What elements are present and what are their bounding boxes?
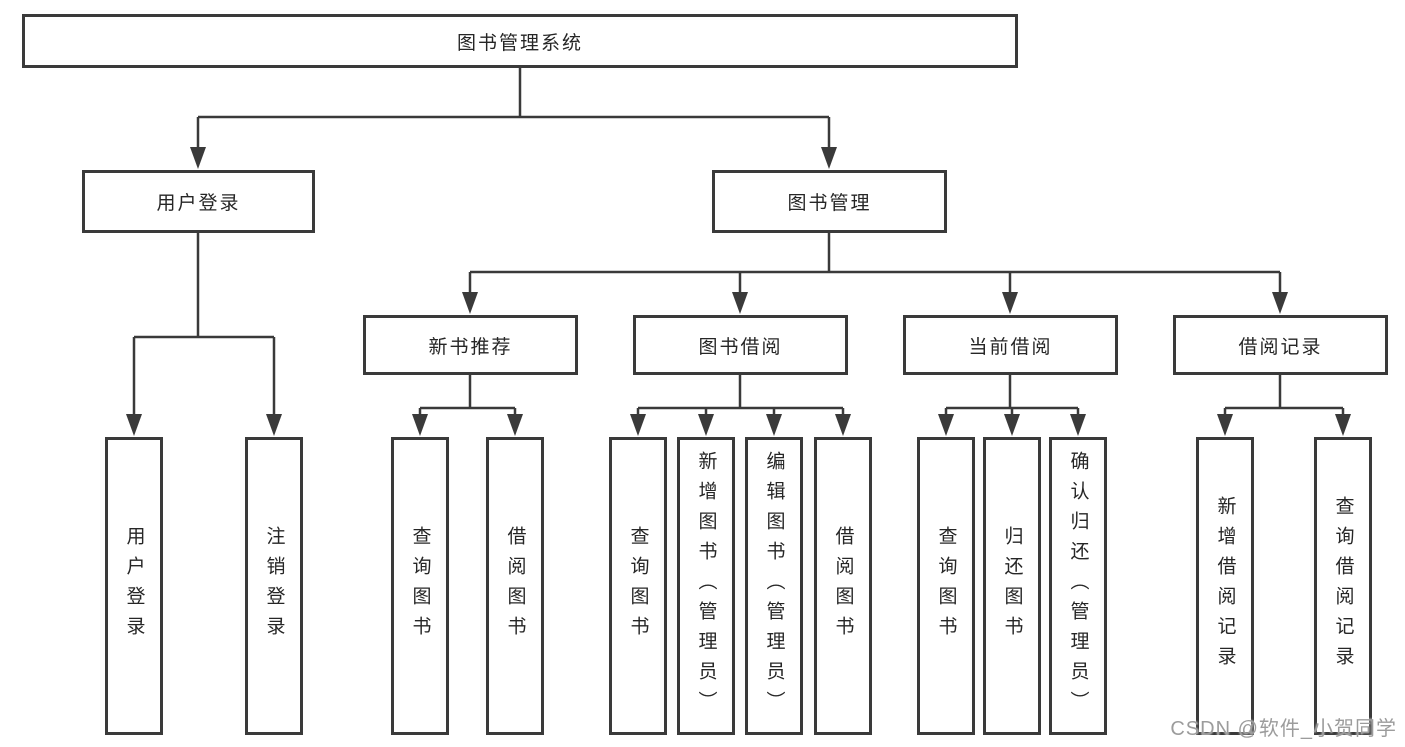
node-root-system: 图书管理系统 [22, 14, 1018, 68]
leaf-label: 用户登录 [123, 526, 145, 646]
arrowhead-icon [630, 414, 646, 436]
node-root-label: 图书管理系统 [456, 32, 583, 54]
leaf-label: 注销登录 [263, 526, 285, 646]
node-leaf-borrow-books: 借阅图书 [814, 437, 872, 735]
node-borrow-records-label: 借阅记录 [1238, 336, 1323, 358]
arrowhead-icon [507, 414, 523, 436]
leaf-label: 归还图书 [1001, 526, 1023, 646]
node-leaf-query-books-recommend: 查询图书 [391, 437, 449, 735]
node-user-login-label: 用户登录 [156, 193, 241, 214]
node-leaf-query-books-current: 查询图书 [917, 437, 975, 735]
arrowhead-icon [698, 414, 714, 436]
node-leaf-return-book: 归还图书 [983, 437, 1041, 735]
arrowhead-icon [766, 414, 782, 436]
node-leaf-login: 用户登录 [105, 437, 163, 735]
arrowhead-icon [1004, 414, 1020, 436]
arrowhead-icon [732, 292, 748, 314]
leaf-label: 借阅图书 [832, 526, 854, 646]
node-leaf-query-books-borrow: 查询图书 [609, 437, 667, 735]
node-leaf-edit-book-admin: 编辑图书（管理员） [745, 437, 803, 735]
leaf-label: 查询借阅记录 [1332, 496, 1354, 676]
node-borrow-records: 借阅记录 [1173, 315, 1388, 375]
arrowhead-icon [1217, 414, 1233, 436]
node-user-login: 用户登录 [82, 170, 315, 233]
arrowhead-icon [462, 292, 478, 314]
leaf-label: 编辑图书（管理员） [763, 451, 785, 721]
node-book-borrowing-label: 图书借阅 [698, 336, 783, 358]
arrowhead-icon [1002, 292, 1018, 314]
arrowhead-icon [412, 414, 428, 436]
node-book-management-label: 图书管理 [787, 193, 872, 214]
node-leaf-confirm-return-admin: 确认归还（管理员） [1049, 437, 1107, 735]
arrowhead-icon [1335, 414, 1351, 436]
node-current-borrowing: 当前借阅 [903, 315, 1118, 375]
node-leaf-add-borrow-record: 新增借阅记录 [1196, 437, 1254, 735]
arrowhead-icon [266, 414, 282, 436]
node-book-management: 图书管理 [712, 170, 947, 233]
leaf-label: 查询图书 [627, 526, 649, 646]
leaf-label: 查询图书 [409, 526, 431, 646]
arrowhead-icon [938, 414, 954, 436]
node-current-borrowing-label: 当前借阅 [968, 336, 1053, 358]
arrowhead-icon [190, 147, 206, 169]
node-book-borrowing: 图书借阅 [633, 315, 848, 375]
node-leaf-add-book-admin: 新增图书（管理员） [677, 437, 735, 735]
leaf-label: 查询图书 [935, 526, 957, 646]
node-new-book-recommend-label: 新书推荐 [428, 336, 513, 358]
leaf-label: 确认归还（管理员） [1067, 451, 1089, 721]
leaf-label: 新增图书（管理员） [695, 451, 717, 721]
arrowhead-icon [835, 414, 851, 436]
node-leaf-logout: 注销登录 [245, 437, 303, 735]
arrowhead-icon [126, 414, 142, 436]
arrowhead-icon [1272, 292, 1288, 314]
node-new-book-recommend: 新书推荐 [363, 315, 578, 375]
arrowhead-icon [821, 147, 837, 169]
node-leaf-query-borrow-record: 查询借阅记录 [1314, 437, 1372, 735]
leaf-label: 新增借阅记录 [1214, 496, 1236, 676]
arrowhead-icon [1070, 414, 1086, 436]
leaf-label: 借阅图书 [504, 526, 526, 646]
node-leaf-borrow-books-recommend: 借阅图书 [486, 437, 544, 735]
csdn-watermark: CSDN @软件_小贺同学 [1170, 718, 1397, 740]
